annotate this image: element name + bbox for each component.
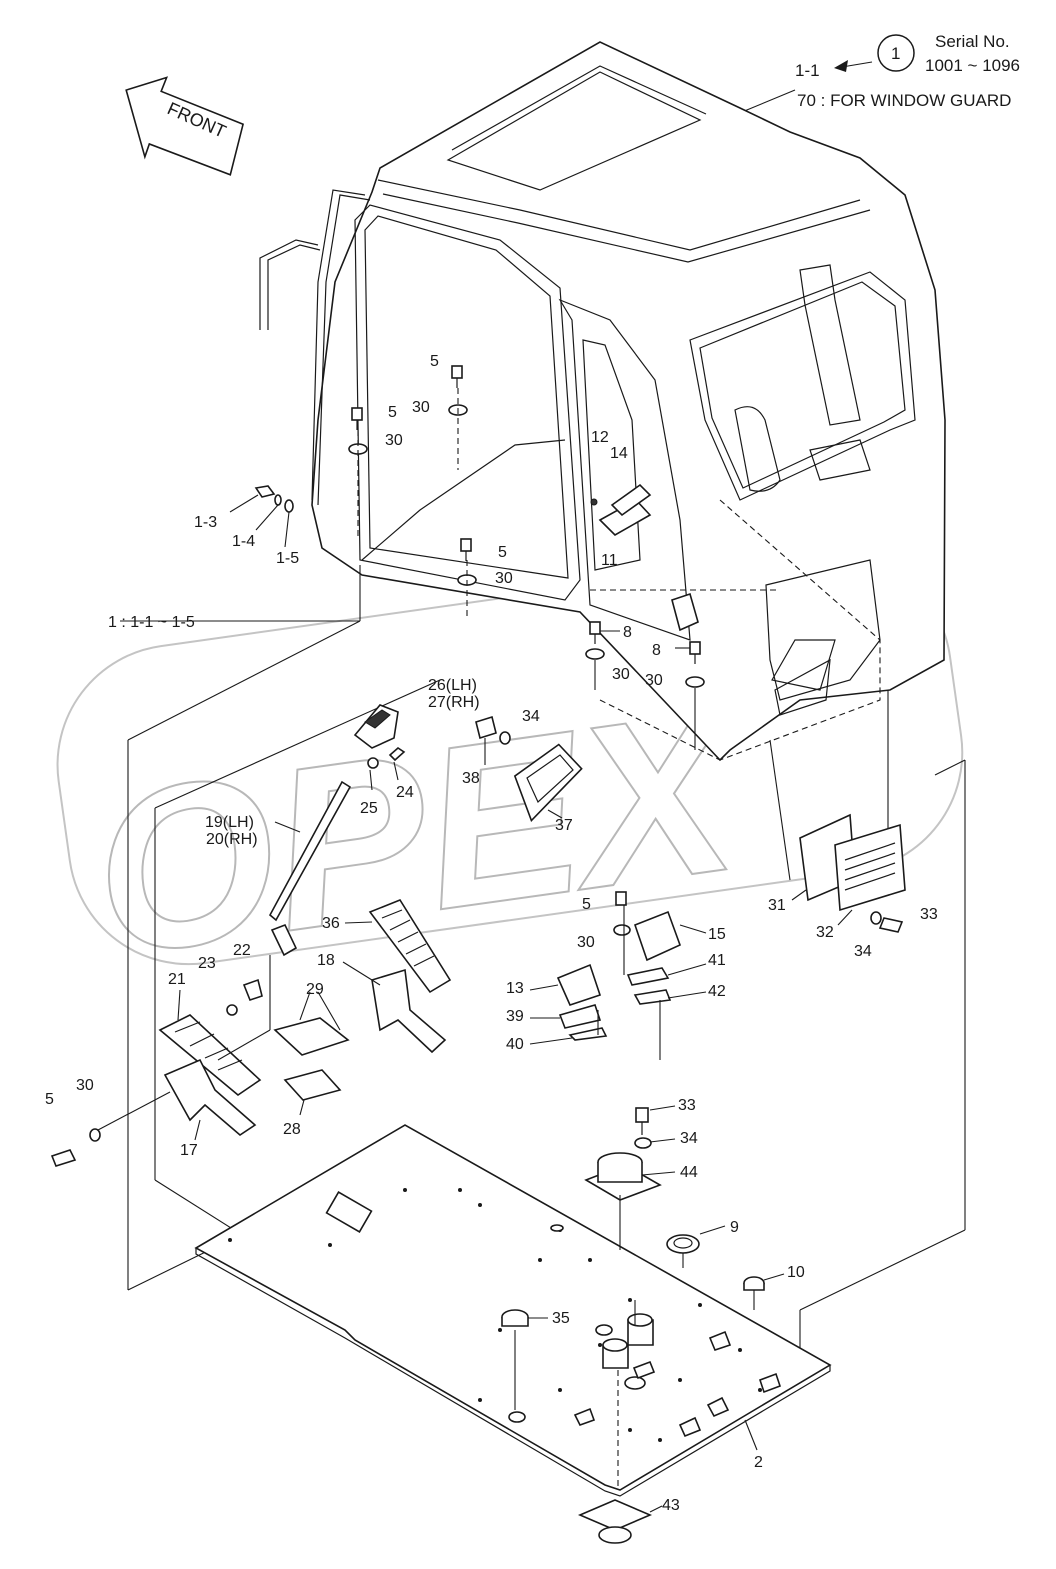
callout-33a: 33 <box>920 906 938 923</box>
callout-5d: 5 <box>582 896 591 913</box>
arrow-ref-head-icon <box>834 60 848 72</box>
callout-1-4: 1-4 <box>232 533 255 550</box>
door-fasteners <box>229 485 294 548</box>
callout-9: 9 <box>730 1219 739 1236</box>
serial-circle-number: 1 <box>891 44 900 63</box>
cab-bolts <box>348 365 705 750</box>
callout-37: 37 <box>555 817 573 834</box>
callout-1-3: 1-3 <box>194 514 217 531</box>
serial-circle-icon <box>877 34 915 72</box>
pedal-rod-assembly <box>268 704 406 957</box>
callout-39: 39 <box>506 1008 524 1025</box>
serial-range: 1001 ~ 1096 <box>925 56 1020 75</box>
window-guard-note: 70 : FOR WINDOW GUARD <box>797 91 1011 110</box>
callout-12: 12 <box>591 429 609 446</box>
callout-43: 43 <box>662 1497 680 1514</box>
callout-44: 44 <box>680 1164 698 1181</box>
callout-35: 35 <box>552 1310 570 1327</box>
callout-13: 13 <box>506 980 524 997</box>
callout-30d: 30 <box>612 666 630 683</box>
callout-30b: 30 <box>385 432 403 449</box>
callout-26: 26(LH) <box>428 677 477 694</box>
callout-22: 22 <box>233 942 251 959</box>
callout-29: 29 <box>306 981 324 998</box>
callout-27: 27(RH) <box>428 694 480 711</box>
callout-25: 25 <box>360 800 378 817</box>
callout-2: 2 <box>754 1454 763 1471</box>
floor-components <box>501 1105 785 1544</box>
callout-14: 14 <box>610 445 628 462</box>
callout-30a: 30 <box>412 399 430 416</box>
callout-8a: 8 <box>623 624 632 641</box>
callout-40: 40 <box>506 1036 524 1053</box>
callout-41: 41 <box>708 952 726 969</box>
callout-32: 32 <box>816 924 834 941</box>
callout-5e: 5 <box>45 1091 54 1108</box>
callout-34c: 34 <box>680 1130 698 1147</box>
callout-8b: 8 <box>652 642 661 659</box>
callout-23: 23 <box>198 955 216 972</box>
callout-30f: 30 <box>577 934 595 951</box>
callout-28: 28 <box>283 1121 301 1138</box>
callout-labels: 1-3 1-4 1-5 1 : 1-1 ~ 1-5 5 5 5 30 30 30… <box>45 353 938 1514</box>
callout-15: 15 <box>708 926 726 943</box>
callout-30g: 30 <box>76 1077 94 1094</box>
callout-5b: 5 <box>388 404 397 421</box>
callout-34a: 34 <box>522 708 540 725</box>
callout-33b: 33 <box>678 1097 696 1114</box>
callout-5c: 5 <box>498 544 507 561</box>
front-arrow: FRONT <box>125 76 245 176</box>
callout-10: 10 <box>787 1264 805 1281</box>
floor-plate <box>194 1124 832 1497</box>
serial-label: Serial No. <box>935 32 1010 51</box>
pedal-parts <box>50 899 452 1167</box>
callout-30c: 30 <box>495 570 513 587</box>
callout-1-5: 1-5 <box>276 550 299 567</box>
callout-20: 20(RH) <box>206 831 258 848</box>
vent-box-assembly <box>791 813 906 933</box>
bracket-parts <box>529 891 707 1060</box>
callout-34b: 34 <box>854 943 872 960</box>
callout-31: 31 <box>768 897 786 914</box>
callout-11: 11 <box>601 552 618 569</box>
arrow-ref-label: 1-1 <box>795 61 820 80</box>
watermark-frame <box>56 552 964 966</box>
assembly-note: 1 : 1-1 ~ 1-5 <box>108 614 195 631</box>
serial-note: 1 Serial No. 1001 ~ 1096 1-1 70 : FOR WI… <box>741 32 1020 113</box>
callout-24: 24 <box>396 784 414 801</box>
callout-18: 18 <box>317 952 335 969</box>
callout-19: 19(LH) <box>205 814 254 831</box>
callout-30e: 30 <box>645 672 663 689</box>
callout-5a: 5 <box>430 353 439 370</box>
callout-42: 42 <box>708 983 726 1000</box>
callout-36: 36 <box>322 915 340 932</box>
callout-17: 17 <box>180 1142 198 1159</box>
grommet-assembly <box>475 715 583 822</box>
callout-21: 21 <box>168 971 186 988</box>
callout-38: 38 <box>462 770 480 787</box>
